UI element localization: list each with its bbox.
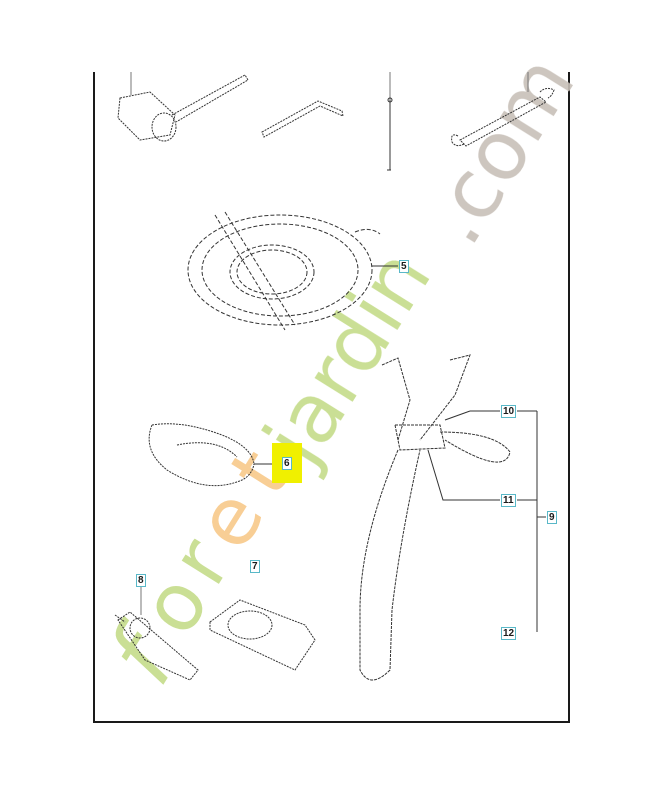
- coil-drawing: [187, 211, 381, 331]
- pin-drawing: [387, 97, 393, 171]
- watermark: f o r e t jardin .com: [88, 40, 594, 702]
- combination-wrench-drawing: [451, 87, 555, 147]
- harness-drawing: [359, 354, 511, 681]
- line-art: [114, 72, 555, 681]
- spark-plug-wrench-drawing: [117, 74, 249, 142]
- watermark-dotcom: .com: [406, 40, 593, 261]
- callout-7[interactable]: 7: [250, 560, 260, 573]
- callout-9[interactable]: 9: [547, 511, 557, 524]
- bowl-drawing: [148, 423, 255, 487]
- tray-drawing: [209, 599, 316, 671]
- diagram-frame: [93, 72, 570, 723]
- callout-leaders: [427, 410, 546, 632]
- callout-10[interactable]: 10: [501, 405, 517, 418]
- callout-11[interactable]: 11: [501, 494, 516, 507]
- callout-6[interactable]: 6: [282, 457, 292, 470]
- callout-12[interactable]: 12: [501, 627, 517, 640]
- hex-key-drawing: [261, 100, 344, 138]
- callout-5[interactable]: 5: [399, 260, 409, 273]
- callout-8[interactable]: 8: [136, 574, 146, 587]
- grease-tube-drawing: [114, 611, 199, 681]
